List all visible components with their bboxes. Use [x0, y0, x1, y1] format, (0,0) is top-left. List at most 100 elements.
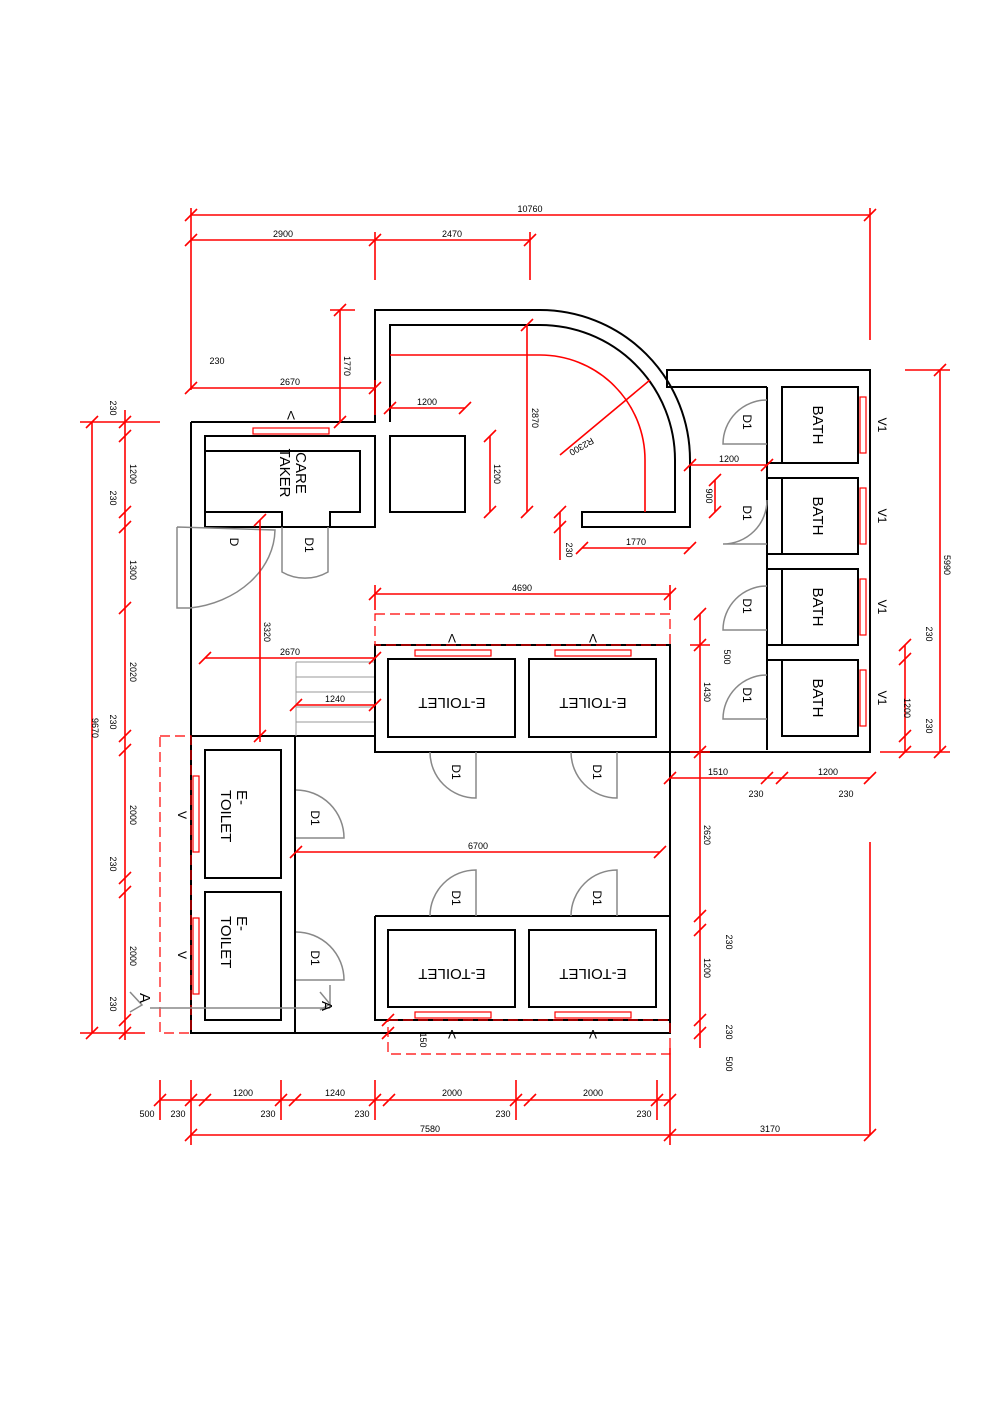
dim-ct-2670: 2670: [280, 377, 300, 387]
e-toilet-left-1-line-2: TOILET: [217, 790, 234, 842]
dim-left-2000-1: 2000: [128, 805, 138, 825]
door-d1-upper-1: [429, 751, 477, 799]
vent-bath-1: [859, 396, 867, 454]
door-d1-label-left-1: D1: [308, 810, 322, 826]
door-d1-caretaker: [281, 527, 329, 579]
dim-b-wall-2: 230: [260, 1109, 275, 1119]
dim-overall-height: 9670: [90, 718, 100, 738]
e-toilet-left-2-line-1: E-: [233, 916, 250, 931]
bath-partitions: [766, 387, 782, 750]
dim-left-2020: 2020: [128, 662, 138, 682]
dim-left-wall-4: 230: [108, 856, 118, 871]
vent-lower-2: [554, 1011, 632, 1019]
dim-left-2000-2: 2000: [128, 946, 138, 966]
dim-bath-wall-1: 230: [924, 626, 934, 641]
upper-e-toilet-2: [528, 658, 657, 738]
dim-left-wall-3: 230: [108, 714, 118, 729]
door-d1-label-bath-1: D1: [740, 414, 754, 430]
bath-room-3: [781, 568, 859, 646]
vent-left-2: [192, 917, 200, 995]
dim-mid-wall-1: 230: [724, 934, 734, 949]
left-e-toilet-1: [204, 749, 282, 879]
left-block-walls: [191, 735, 375, 1033]
dim-b-500: 500: [139, 1109, 154, 1119]
door-d1-label-lower-1: D1: [449, 890, 463, 906]
dim-right-1430: 1430: [702, 682, 712, 702]
dim-left-wall-5: 230: [108, 996, 118, 1011]
e-toilet-label-upper-1: E-TOILET: [418, 694, 485, 711]
dim-bottom-wall-2: 230: [838, 789, 853, 799]
door-d1-label-lower-2: D1: [590, 890, 604, 906]
bath-label-1: BATH: [809, 406, 826, 445]
vent-label-left-1: V: [175, 811, 189, 819]
dim-b-2000-1: 2000: [442, 1088, 462, 1098]
dim-stub-1200: 1200: [417, 397, 437, 407]
door-d1-label-upper-1: D1: [449, 764, 463, 780]
bath-room-1: [781, 386, 859, 464]
vent-bath-4: [859, 669, 867, 727]
dim-bath-side-1200: 1200: [902, 698, 912, 718]
door-d1-label-upper-2: D1: [590, 764, 604, 780]
dimension-texts: 10760 2900 2470 230 2670 1770 1200 2870 …: [90, 204, 952, 1134]
dim-top-2470: 2470: [442, 229, 462, 239]
bath-room-2: [781, 477, 859, 555]
dim-bath-1200: 1200: [719, 454, 739, 464]
dim-wall-top: 230: [209, 356, 224, 366]
dim-bottom-1200: 1200: [818, 767, 838, 777]
lower-e-toilet-1: [387, 929, 516, 1008]
vent-caretaker: [252, 427, 330, 435]
e-toilet-left-1-line-1: E-: [233, 790, 250, 805]
door-d1-label-left-2: D1: [308, 950, 322, 966]
windows: [159, 396, 867, 1055]
door-d1-bath-1: [722, 399, 768, 445]
care-taker-label-2: TAKER: [276, 449, 293, 498]
dim-arc-wall-230: 230: [564, 542, 574, 557]
vent-label-upper-1: V: [448, 631, 456, 645]
door-d1-label-caretaker: D1: [302, 537, 316, 553]
doors: [176, 399, 768, 981]
vent-label-bath-4: V1: [875, 691, 889, 706]
dim-arc-2870: 2870: [530, 408, 540, 428]
upper-e-toilet-1: [387, 658, 516, 738]
dim-mid-2620: 2620: [702, 825, 712, 845]
bath-label-4: BATH: [809, 679, 826, 718]
dim-sill-150: 150: [418, 1032, 428, 1047]
e-toilet-label-lower-2: E-TOILET: [559, 965, 626, 982]
dim-mid-2670: 2670: [280, 647, 300, 657]
vent-label-bath-2: V1: [875, 509, 889, 524]
door-d-swing: [176, 526, 276, 609]
dim-left-1200: 1200: [128, 464, 138, 484]
dim-mid-1200: 1200: [702, 958, 712, 978]
dim-stair-1240: 1240: [325, 694, 345, 704]
door-d1-upper-2: [570, 751, 618, 799]
dim-mid-3320: 3320: [262, 622, 272, 642]
vent-bath-3: [859, 578, 867, 636]
care-taker-label-1: CARE: [292, 452, 309, 494]
door-d1-lower-2: [570, 869, 618, 917]
dim-mid-4690: 4690: [512, 583, 532, 593]
dim-b-1200: 1200: [233, 1088, 253, 1098]
vent-left-1: [192, 775, 200, 853]
dim-ct-1770: 1770: [342, 356, 352, 376]
vent-label-upper-2: V: [589, 631, 597, 645]
lower-e-toilet-2: [528, 929, 657, 1008]
outer-wall: [190, 309, 871, 1034]
sunshade-lower: [387, 1019, 671, 1055]
vent-upper-2: [554, 649, 632, 657]
door-d1-left-1: [295, 789, 345, 839]
dim-mid-wall-2: 230: [724, 1024, 734, 1039]
door-d1-bath-2: [722, 499, 768, 545]
dim-top-2900: 2900: [273, 229, 293, 239]
sunshade-upper: [374, 613, 671, 646]
vent-label-lower-2: V: [589, 1027, 597, 1041]
dim-left-1300: 1300: [128, 560, 138, 580]
stub-room: [389, 435, 466, 513]
vent-upper-1: [414, 649, 492, 657]
vent-label-caretaker: V: [287, 408, 295, 422]
dim-stub-height: 1200: [492, 464, 502, 484]
radius-label: R2300: [568, 436, 596, 458]
dim-b-1240: 1240: [325, 1088, 345, 1098]
dim-b-wall-4: 230: [495, 1109, 510, 1119]
dim-b-wall-3: 230: [354, 1109, 369, 1119]
